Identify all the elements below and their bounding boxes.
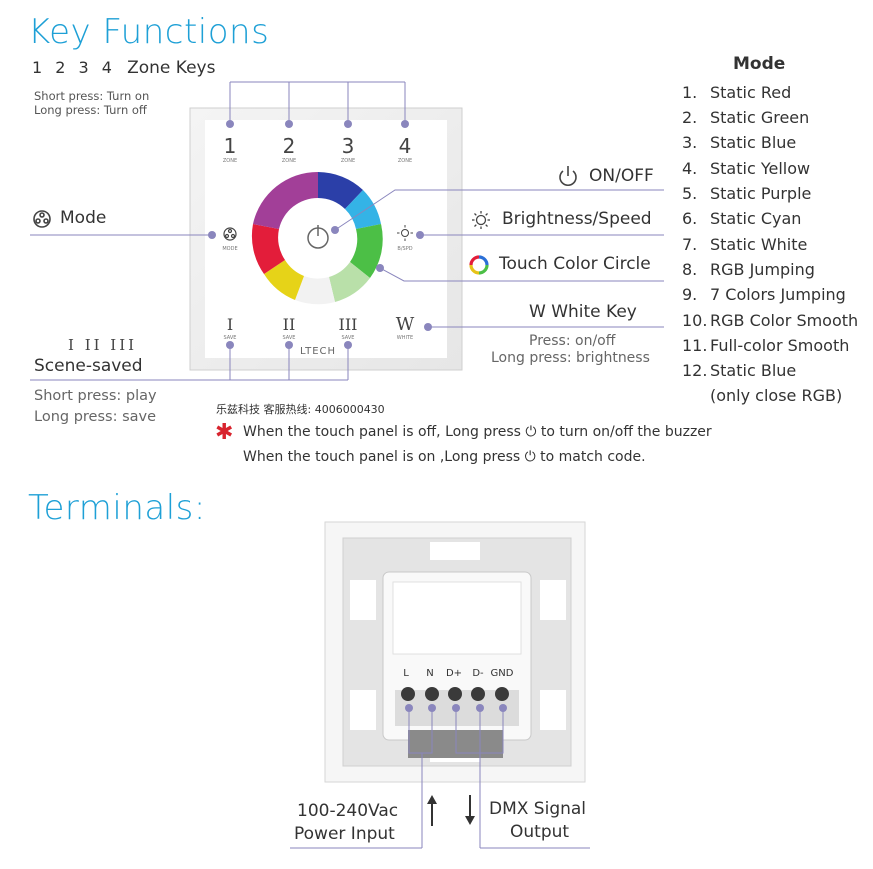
zone-keys-label: Zone Keys (127, 58, 216, 78)
white-key-label: W White Key (529, 302, 637, 322)
panel-brightness-icon (397, 225, 413, 241)
mode-item: 7.Static White (682, 235, 808, 254)
pin-label-gnd: GND (491, 668, 514, 679)
panel-zone-caption-4: ZONE (398, 158, 412, 164)
pin-label-l: L (403, 668, 409, 679)
terminal-screws (401, 687, 509, 701)
brightness-label: Brightness/Speed (502, 209, 652, 229)
power-input-line2: Power Input (294, 824, 395, 844)
panel-scene-1: I (227, 315, 233, 334)
panel-save-caption-3: SAVE (342, 335, 355, 341)
scene-long-press: Long press: save (34, 409, 157, 425)
power-input-line1: 100-240Vac (297, 801, 399, 821)
asterisk-icon: ✱ (215, 420, 234, 445)
mode-item: 5.Static Purple (682, 184, 812, 203)
note-line-1: When the touch panel is off, Long press … (243, 424, 712, 440)
mode-item: 1.Static Red (682, 83, 792, 102)
panel-zone-2: 2 (283, 134, 296, 158)
mode-item: 8.RGB Jumping (682, 260, 815, 279)
panel-zone-caption-2: ZONE (282, 158, 296, 164)
color-ring-icon (469, 255, 489, 275)
brightness-icon (472, 211, 490, 229)
power-arrow-icon (427, 795, 437, 826)
panel-mode-icon (223, 227, 237, 241)
panel-white-key: W (396, 314, 415, 335)
panel-zone-3: 3 (342, 134, 355, 158)
white-long-press: Long press: brightness (491, 350, 650, 366)
mode-list-title: Mode (733, 54, 786, 74)
terminals-title: Terminals: (28, 488, 206, 528)
mode-item: 9.7 Colors Jumping (682, 285, 846, 304)
panel-scene-2: II (283, 315, 296, 334)
pin-label-dplus: D+ (446, 668, 462, 679)
terminal-diagram: L N D+ D- GND (290, 521, 590, 849)
mode-item: 2.Static Green (682, 108, 810, 127)
dmx-arrow-icon (465, 795, 475, 825)
panel-zone-caption-1: ZONE (223, 158, 237, 164)
power-icon (559, 166, 577, 186)
zone-short-press: Short press: Turn on (34, 89, 150, 103)
panel-zone-caption-3: ZONE (341, 158, 355, 164)
panel-mode-caption: MODE (222, 246, 237, 252)
touch-color-label: Touch Color Circle (499, 254, 651, 274)
note-line-2: When the touch panel is on ,Long press ⏻… (243, 449, 646, 465)
mode-item-extra: (only close RGB) (710, 386, 843, 405)
mode-icon (33, 210, 51, 228)
mode-item: 6.Static Cyan (682, 209, 802, 228)
pin-label-n: N (426, 668, 433, 679)
scene-numerals: I II III (68, 336, 138, 354)
white-press: Press: on/off (529, 333, 616, 349)
mode-item: 11.Full-color Smooth (682, 336, 850, 355)
mode-item: 3.Static Blue (682, 133, 797, 152)
dmx-output-line2: Output (510, 822, 570, 842)
key-functions-title: Key Functions (28, 12, 270, 52)
scene-short-press: Short press: play (34, 388, 157, 404)
panel-zone-1: 1 (224, 134, 237, 158)
panel-zone-4: 4 (399, 134, 412, 158)
panel-diagram: 1 2 3 4 ZONE ZONE ZONE ZONE MODE B/SPD S… (30, 81, 664, 381)
dmx-output-line1: DMX Signal (489, 799, 587, 819)
pin-label-dminus: D- (472, 668, 484, 679)
zone-numbers: 1 2 3 4 (32, 58, 116, 77)
on-off-label: ON/OFF (589, 166, 654, 186)
mode-label: Mode (60, 208, 107, 228)
color-wheel (251, 171, 383, 305)
panel-brand: LTECH (300, 346, 336, 357)
mode-item: 4.Static Yellow (682, 159, 811, 178)
panel-white-caption: WHITE (397, 335, 413, 341)
panel-save-caption-2: SAVE (283, 335, 296, 341)
hotline-text: 乐兹科技 客服热线: 4006000430 (216, 403, 385, 416)
mode-item: 10.RGB Color Smooth (682, 311, 859, 330)
zone-long-press: Long press: Turn off (34, 103, 147, 117)
terminal-lines (290, 708, 590, 849)
panel-scene-3: III (339, 315, 358, 334)
connector-dots (208, 120, 432, 349)
connector-lines (30, 81, 664, 381)
mode-list: 1.Static Red 2.Static Green 3.Static Blu… (682, 83, 872, 413)
panel-save-caption-1: SAVE (224, 335, 237, 341)
panel-bspd-caption: B/SPD (397, 246, 412, 252)
mode-item: 12.Static Blue (682, 361, 797, 380)
scene-label: Scene-saved (34, 356, 143, 376)
